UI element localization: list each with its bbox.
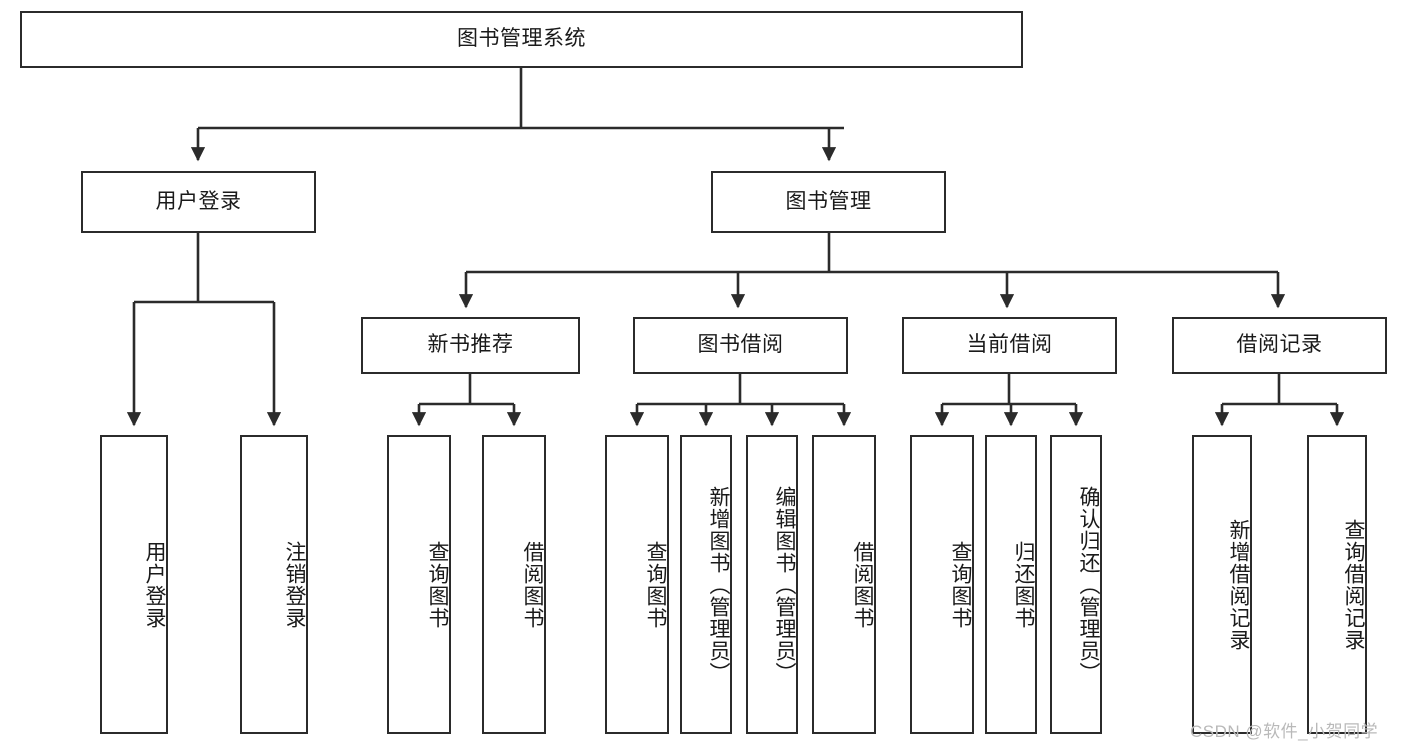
node-current-borrow[interactable]: 当前借阅 [902, 317, 1117, 374]
node-current-borrow-label: 当前借阅 [966, 333, 1053, 357]
node-leaf-borrow-book-1[interactable]: 借阅图书 [482, 435, 546, 734]
node-leaf-add-book[interactable]: 新增图书（管理员） [680, 435, 732, 734]
node-leaf-add-borrow-record-label: 新增借阅记录 [1227, 518, 1250, 651]
node-leaf-query-book-1[interactable]: 查询图书 [387, 435, 451, 734]
node-leaf-add-book-label: 新增图书（管理员） [707, 485, 730, 684]
node-leaf-borrow-book-1-label: 借阅图书 [521, 540, 544, 629]
node-new-book-recommend-label: 新书推荐 [427, 333, 514, 357]
node-book-borrow-label: 图书借阅 [697, 333, 784, 357]
node-book-manage[interactable]: 图书管理 [711, 171, 946, 233]
node-leaf-query-borrow-record-label: 查询借阅记录 [1342, 518, 1365, 651]
node-leaf-user-login[interactable]: 用户登录 [100, 435, 168, 734]
node-book-manage-label: 图书管理 [785, 189, 872, 213]
node-leaf-logout-login[interactable]: 注销登录 [240, 435, 308, 734]
node-leaf-query-book-2-label: 查询图书 [644, 540, 667, 629]
node-leaf-logout-login-label: 注销登录 [283, 540, 306, 629]
node-leaf-add-borrow-record[interactable]: 新增借阅记录 [1192, 435, 1252, 734]
node-leaf-query-book-3-label: 查询图书 [949, 540, 972, 629]
watermark: CSDN @软件_小贺同学 [1190, 722, 1379, 741]
node-leaf-borrow-book-2[interactable]: 借阅图书 [812, 435, 876, 734]
node-leaf-query-book-2[interactable]: 查询图书 [605, 435, 669, 734]
node-leaf-query-borrow-record[interactable]: 查询借阅记录 [1307, 435, 1367, 734]
node-user-login[interactable]: 用户登录 [81, 171, 316, 233]
node-user-login-label: 用户登录 [155, 189, 242, 213]
node-leaf-return-book[interactable]: 归还图书 [985, 435, 1037, 734]
node-borrow-record-label: 借阅记录 [1236, 333, 1323, 357]
node-leaf-borrow-book-2-label: 借阅图书 [851, 540, 874, 629]
node-new-book-recommend[interactable]: 新书推荐 [361, 317, 580, 374]
node-borrow-record[interactable]: 借阅记录 [1172, 317, 1387, 374]
node-leaf-query-book-1-label: 查询图书 [426, 540, 449, 629]
node-root-label: 图书管理系统 [457, 27, 586, 51]
node-leaf-confirm-return-label: 确认归还（管理员） [1077, 485, 1100, 684]
node-leaf-edit-book-label: 编辑图书（管理员） [773, 485, 796, 684]
node-leaf-confirm-return[interactable]: 确认归还（管理员） [1050, 435, 1102, 734]
node-root[interactable]: 图书管理系统 [20, 11, 1023, 68]
node-leaf-user-login-label: 用户登录 [143, 540, 166, 629]
node-leaf-query-book-3[interactable]: 查询图书 [910, 435, 974, 734]
node-leaf-return-book-label: 归还图书 [1012, 540, 1035, 629]
node-leaf-edit-book[interactable]: 编辑图书（管理员） [746, 435, 798, 734]
node-book-borrow[interactable]: 图书借阅 [633, 317, 848, 374]
